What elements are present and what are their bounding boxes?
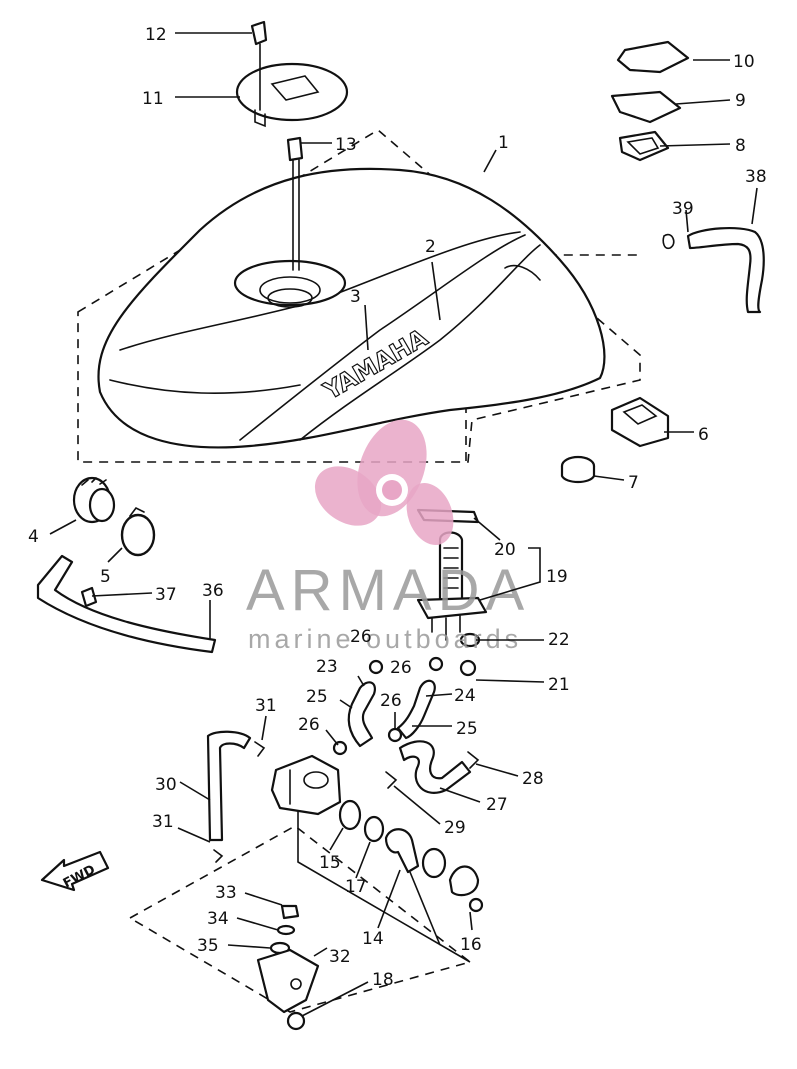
callout-22: 22 bbox=[548, 630, 570, 650]
tank-filler-neck bbox=[233, 259, 347, 308]
hose-23-25 bbox=[347, 681, 376, 748]
leader-lines bbox=[49, 32, 758, 1017]
clip-29 bbox=[385, 771, 398, 789]
gasket-16 bbox=[421, 847, 484, 913]
forward-direction-marker: FWD bbox=[40, 850, 110, 892]
callout-14: 14 bbox=[362, 929, 384, 949]
screw-21 bbox=[459, 659, 477, 677]
clip-26d bbox=[332, 740, 348, 756]
callout-13: 13 bbox=[335, 135, 357, 155]
callout-8: 8 bbox=[735, 136, 746, 156]
callout-21: 21 bbox=[548, 675, 570, 695]
callout-31b: 31 bbox=[152, 812, 174, 832]
callout-2: 2 bbox=[425, 237, 436, 257]
trim-strip-36 bbox=[36, 554, 217, 654]
damper-6 bbox=[610, 396, 670, 448]
callout-35: 35 bbox=[197, 936, 219, 956]
bolt-13 bbox=[286, 136, 304, 271]
callout-26a: 26 bbox=[350, 627, 372, 647]
callout-labels: 1 2 3 4 5 6 7 8 9 10 11 12 13 14 15 16 1… bbox=[28, 25, 767, 990]
clip-28 bbox=[467, 751, 480, 769]
filler-cap-11 bbox=[235, 62, 349, 128]
lever-14 bbox=[384, 828, 420, 874]
callout-12: 12 bbox=[145, 25, 167, 45]
fuel-cock-assembly-outline bbox=[128, 825, 472, 1013]
screw-33 bbox=[280, 904, 300, 920]
armada-logo-icon bbox=[314, 419, 454, 545]
bolt-18 bbox=[286, 1011, 306, 1031]
callout-34: 34 bbox=[207, 909, 229, 929]
hose-27 bbox=[398, 740, 472, 794]
damper-7 bbox=[560, 455, 596, 484]
o-ring-17 bbox=[363, 815, 385, 843]
callout-7: 7 bbox=[628, 473, 639, 493]
callout-4: 4 bbox=[28, 527, 39, 547]
strainer-19 bbox=[416, 531, 488, 641]
callout-10: 10 bbox=[733, 52, 755, 72]
callout-20: 20 bbox=[494, 540, 516, 560]
callout-27: 27 bbox=[486, 795, 508, 815]
callout-38: 38 bbox=[745, 167, 767, 187]
clip-31b bbox=[213, 849, 224, 863]
callout-37: 37 bbox=[155, 585, 177, 605]
callout-29: 29 bbox=[444, 818, 466, 838]
clamp-5 bbox=[120, 506, 156, 557]
callout-6: 6 bbox=[698, 425, 709, 445]
hose-24-25 bbox=[396, 679, 436, 740]
clip-31a bbox=[254, 741, 266, 757]
watermark-tagline: marine outboards bbox=[248, 624, 522, 654]
callout-17: 17 bbox=[345, 877, 367, 897]
callout-28: 28 bbox=[522, 769, 544, 789]
callout-26d: 26 bbox=[298, 715, 320, 735]
screw-37 bbox=[80, 586, 98, 608]
callout-1: 1 bbox=[498, 133, 509, 153]
callout-26b: 26 bbox=[390, 658, 412, 678]
callout-23: 23 bbox=[316, 657, 338, 677]
bracket-10 bbox=[616, 40, 690, 74]
callout-16: 16 bbox=[460, 935, 482, 955]
callout-31a: 31 bbox=[255, 696, 277, 716]
callout-9: 9 bbox=[735, 91, 746, 111]
callout-26c: 26 bbox=[380, 691, 402, 711]
washer-15 bbox=[338, 799, 362, 831]
callout-3: 3 bbox=[350, 287, 361, 307]
fuel-tank bbox=[97, 167, 606, 449]
callout-25b: 25 bbox=[456, 719, 478, 739]
plate-9 bbox=[610, 90, 682, 124]
callout-33: 33 bbox=[215, 883, 237, 903]
callout-36: 36 bbox=[202, 581, 224, 601]
callout-19: 19 bbox=[546, 567, 568, 587]
gasket-8 bbox=[618, 130, 670, 162]
callout-15: 15 bbox=[319, 853, 341, 873]
callout-30: 30 bbox=[155, 775, 177, 795]
callout-18: 18 bbox=[372, 970, 394, 990]
clip-26b bbox=[428, 656, 444, 672]
watermark-brand: ARMADA bbox=[246, 558, 530, 623]
callout-5: 5 bbox=[100, 567, 111, 587]
callout-25a: 25 bbox=[306, 687, 328, 707]
callout-24: 24 bbox=[454, 686, 476, 706]
washer-34 bbox=[276, 924, 296, 936]
callout-39: 39 bbox=[672, 199, 694, 219]
hose-30 bbox=[206, 730, 252, 842]
callout-32: 32 bbox=[329, 947, 351, 967]
bolt-12 bbox=[250, 20, 268, 111]
bracket-32 bbox=[256, 948, 320, 1014]
fuel-pump-body bbox=[270, 754, 342, 816]
vent-hose-38 bbox=[686, 227, 765, 314]
grommet-4 bbox=[72, 476, 116, 524]
clip-26a bbox=[368, 659, 384, 675]
callout-11: 11 bbox=[142, 89, 164, 109]
clip-39 bbox=[662, 233, 675, 250]
